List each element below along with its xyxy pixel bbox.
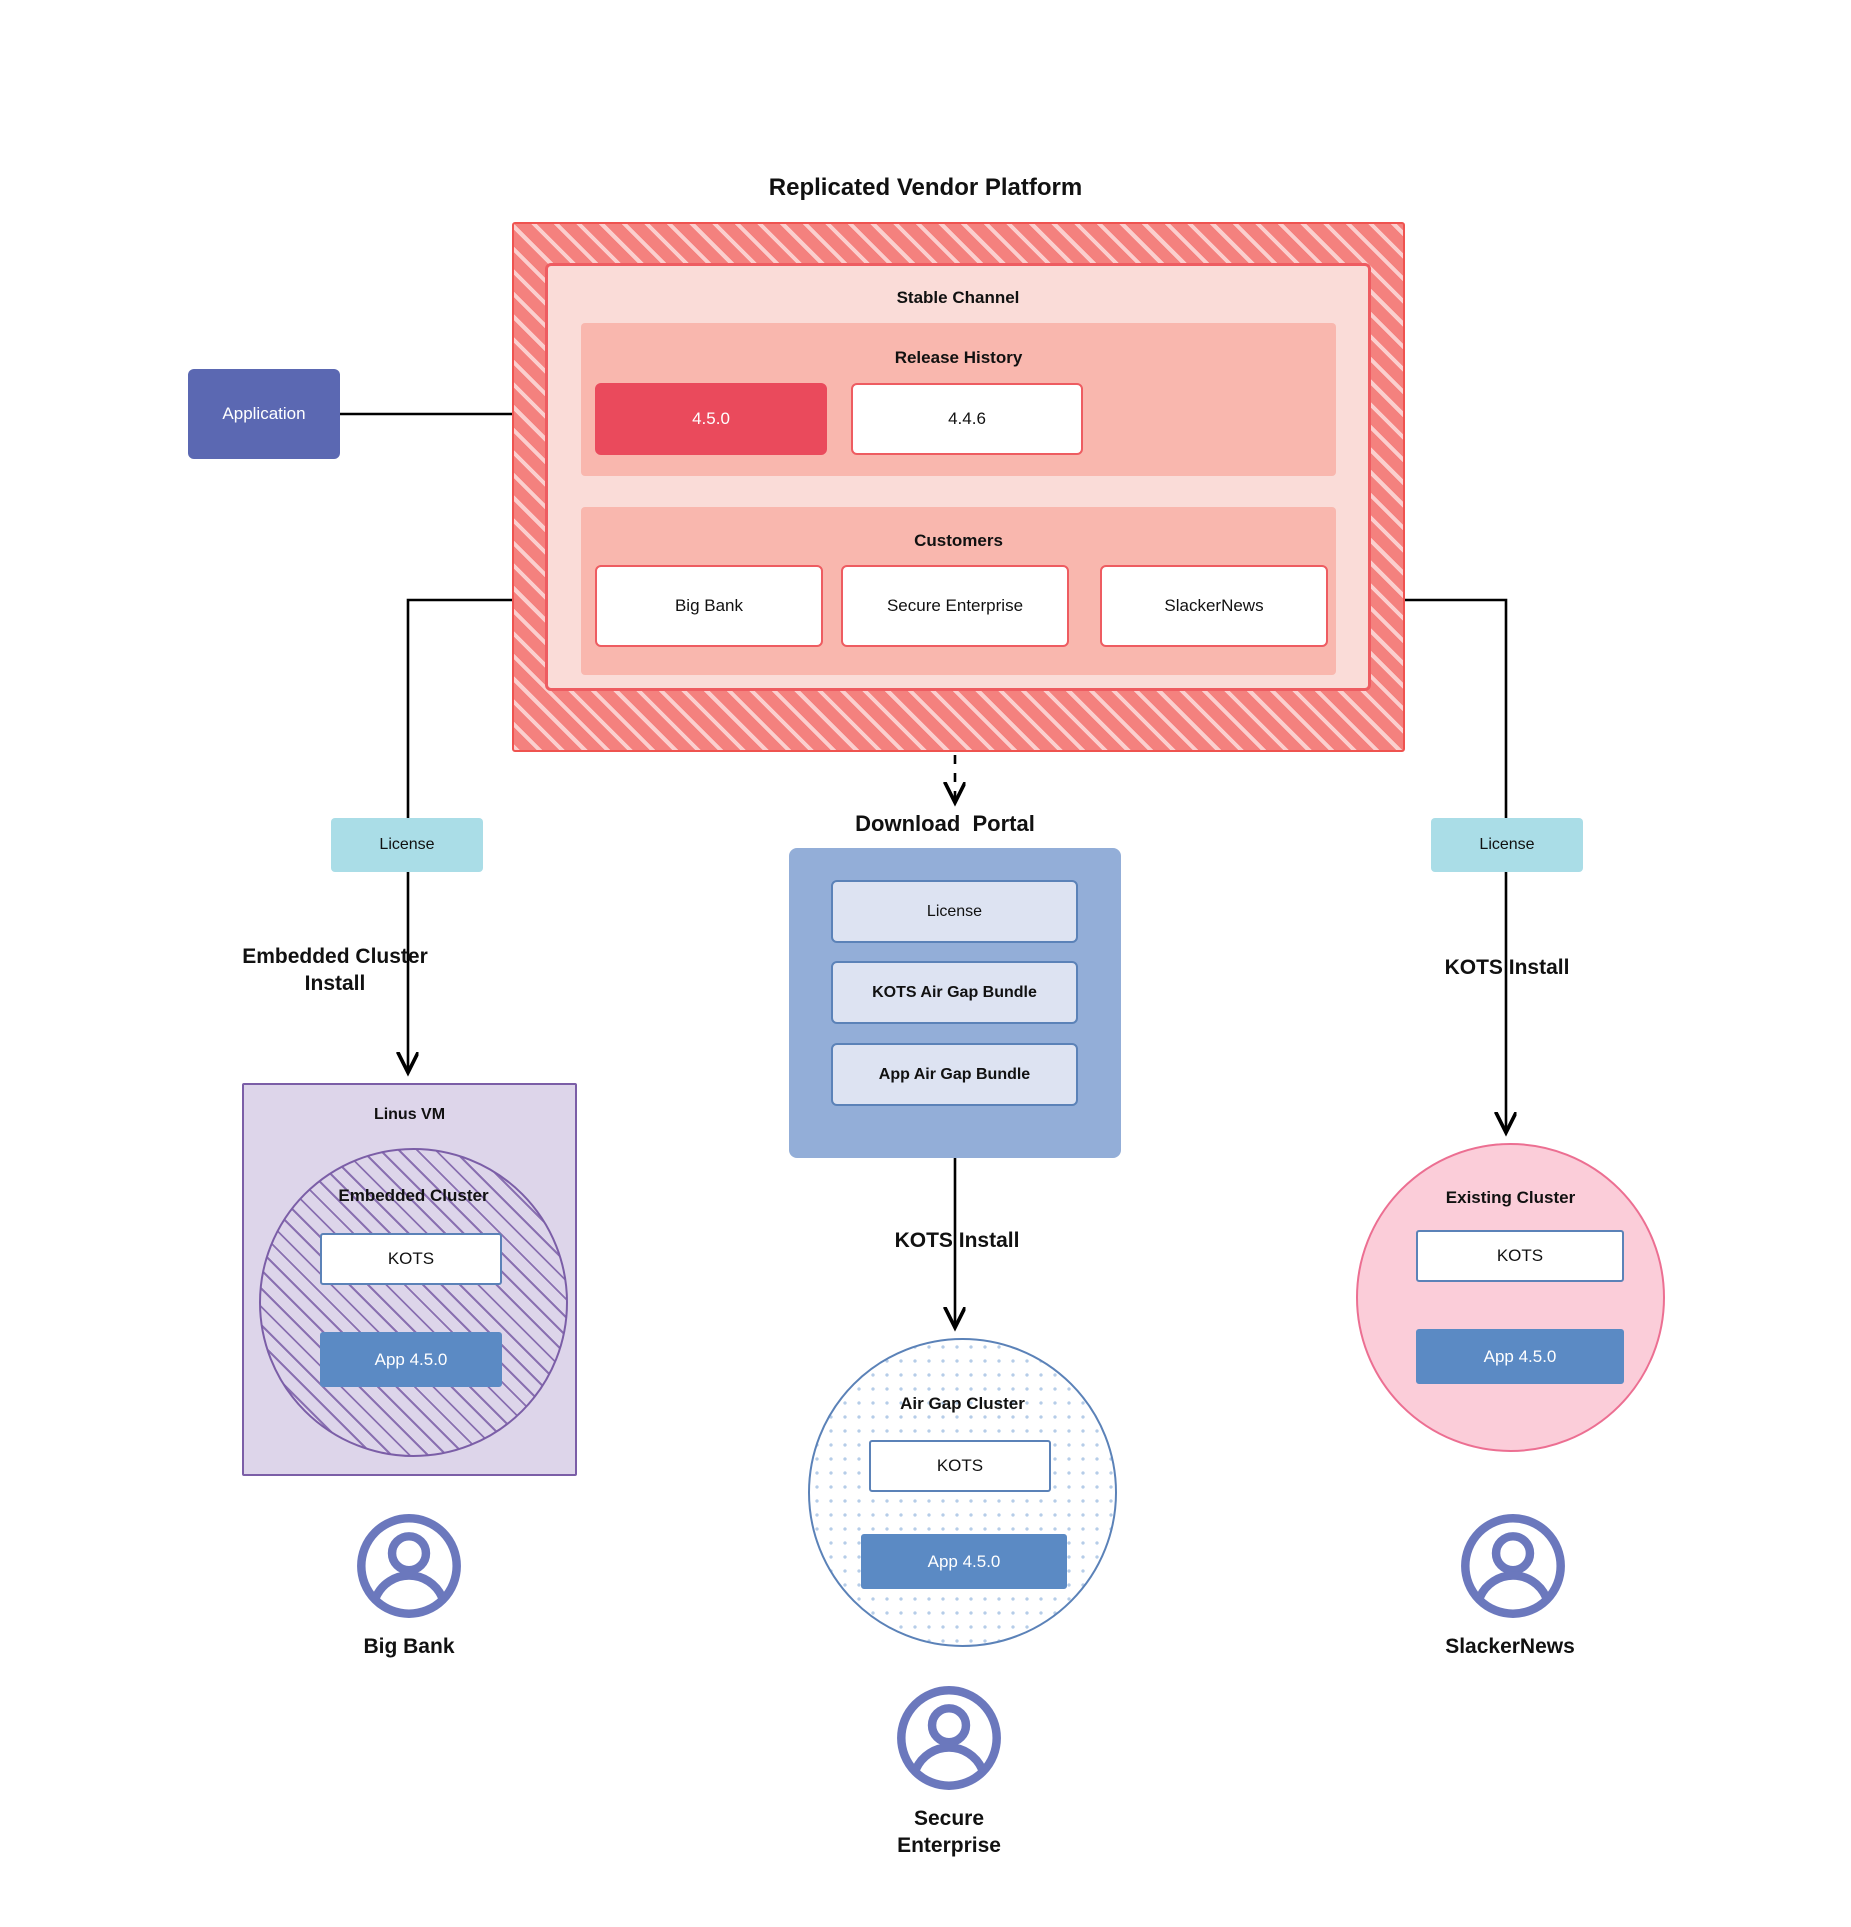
portal-item-app-air-gap-bundle[interactable]: App Air Gap Bundle: [831, 1043, 1078, 1106]
persona-label-secure-enterprise: Secure Enterprise: [897, 1807, 1001, 1857]
persona-label-slackernews: SlackerNews: [1445, 1635, 1575, 1658]
embedded-cluster-install-label: Embedded Cluster Install: [242, 945, 428, 995]
kots-install-label-middle: KOTS Install: [894, 1229, 1020, 1252]
app-node-existing[interactable]: App 4.5.0: [1416, 1329, 1624, 1384]
customers-title: Customers: [914, 531, 1003, 550]
linux-vm-title: Linus VM: [373, 1106, 446, 1123]
download-portal-title: Download Portal: [855, 811, 1035, 836]
embedded-cluster-title: Embedded Cluster: [338, 1186, 489, 1205]
portal-item-license[interactable]: License: [831, 880, 1078, 943]
embedded-cluster-circle: [259, 1148, 568, 1457]
air-gap-cluster-circle: [808, 1338, 1117, 1647]
kots-node-airgap[interactable]: KOTS: [869, 1440, 1051, 1492]
stable-channel-title: Stable Channel: [896, 288, 1020, 307]
kots-node-existing[interactable]: KOTS: [1416, 1230, 1624, 1282]
air-gap-cluster-title: Air Gap Cluster: [900, 1394, 1025, 1413]
avatar: [1461, 1514, 1565, 1618]
release-item-previous[interactable]: 4.4.6: [851, 383, 1083, 455]
license-chip-left[interactable]: License: [331, 818, 483, 872]
customer-secure-enterprise[interactable]: Secure Enterprise: [841, 565, 1069, 647]
existing-cluster-title: Existing Cluster: [1445, 1188, 1576, 1207]
kots-install-label-right: KOTS Install: [1444, 956, 1570, 979]
license-chip-right[interactable]: License: [1431, 818, 1583, 872]
app-node-embedded[interactable]: App 4.5.0: [320, 1332, 502, 1387]
customer-big-bank[interactable]: Big Bank: [595, 565, 823, 647]
application-node[interactable]: Application: [188, 369, 340, 459]
avatar: [357, 1514, 461, 1618]
page-title: Replicated Vendor Platform: [768, 174, 1083, 201]
customer-slackernews[interactable]: SlackerNews: [1100, 565, 1328, 647]
app-node-airgap[interactable]: App 4.5.0: [861, 1534, 1067, 1589]
avatar: [897, 1686, 1001, 1790]
existing-cluster-circle: [1356, 1143, 1665, 1452]
release-history-title: Release History: [894, 348, 1023, 367]
release-item-current[interactable]: 4.5.0: [595, 383, 827, 455]
portal-item-kots-air-gap-bundle[interactable]: KOTS Air Gap Bundle: [831, 961, 1078, 1024]
persona-label-big-bank: Big Bank: [363, 1635, 455, 1658]
kots-node-embedded[interactable]: KOTS: [320, 1233, 502, 1285]
